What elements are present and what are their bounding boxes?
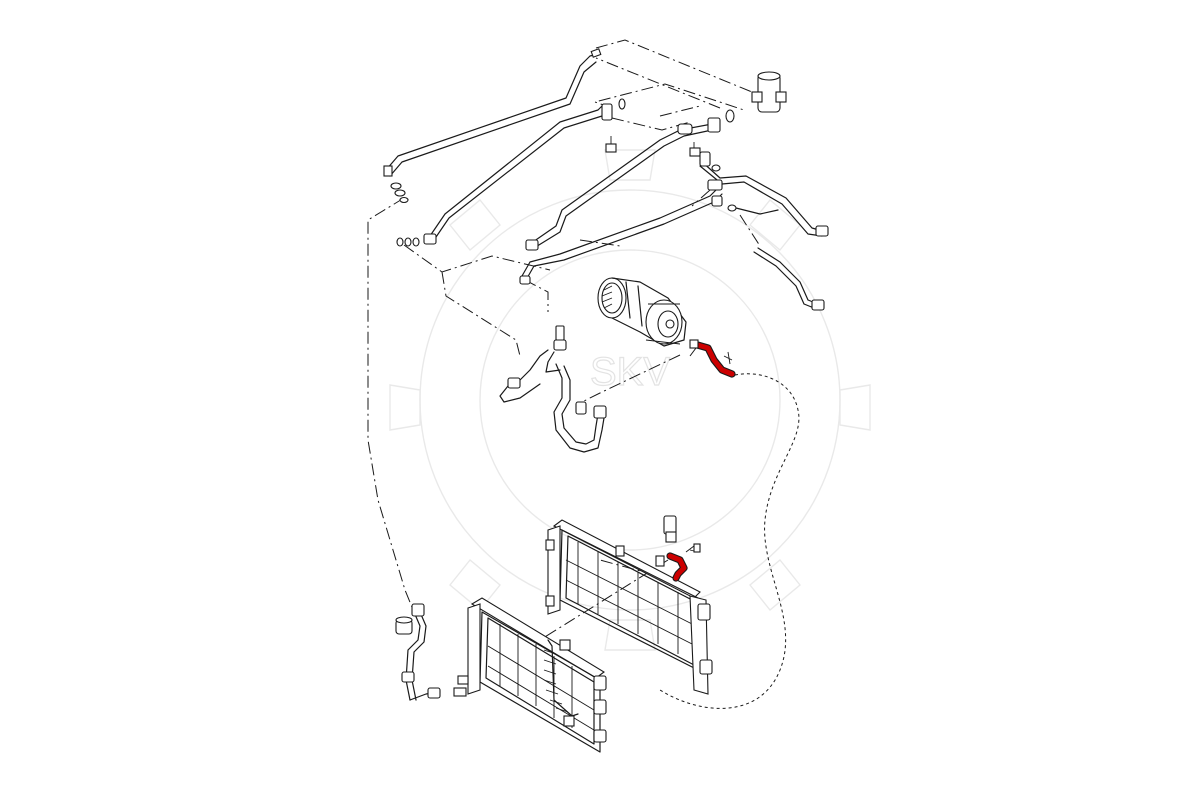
liquid-line-lower: [395, 603, 441, 701]
radiator: [545, 519, 713, 695]
condenser: [453, 597, 607, 753]
watermark-gear-logo: SKV: [389, 149, 871, 651]
receiver-dryer: [751, 71, 787, 113]
suction-hose-assembly: [499, 325, 607, 453]
refrigerant-pipe-set-upper: [385, 53, 827, 309]
highlight-path-1: [691, 341, 735, 377]
condenser-inlet-hose: [663, 515, 701, 582]
highlight-path-2: [667, 553, 687, 581]
watermark-text: SKV: [590, 350, 670, 394]
pipe-fittings: [383, 48, 829, 311]
ac-compressor: [597, 277, 687, 347]
compressor-discharge-hose: [689, 339, 736, 378]
